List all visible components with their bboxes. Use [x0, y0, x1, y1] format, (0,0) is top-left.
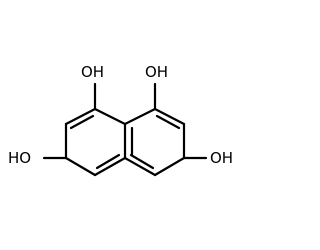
double-bond-right-upper: [155, 114, 181, 130]
double-bond-left-upper: [69, 114, 95, 130]
hydroxyl-label-right: OH: [210, 149, 233, 167]
bond-c8a-c8: [123, 107, 157, 126]
bond-c4-c4a: [93, 156, 127, 177]
bond-c1-c2: [64, 107, 97, 126]
bond-c5-c4a: [123, 156, 157, 177]
naphthalene-tetraol-structure: OH OH HO OH: [8, 63, 233, 177]
double-bond-right-lower: [129, 153, 155, 170]
bond-c6-c5: [153, 156, 186, 177]
hydroxyl-label-top-right: OH: [145, 63, 168, 81]
hydroxyl-label-top-left: OH: [81, 63, 104, 81]
bond-c8-c7: [153, 107, 186, 126]
double-bond-left-lower: [95, 153, 121, 170]
bond-c8a-c1: [93, 107, 127, 126]
bond-c3-c4: [64, 156, 97, 177]
hydroxyl-label-left: HO: [8, 149, 31, 167]
